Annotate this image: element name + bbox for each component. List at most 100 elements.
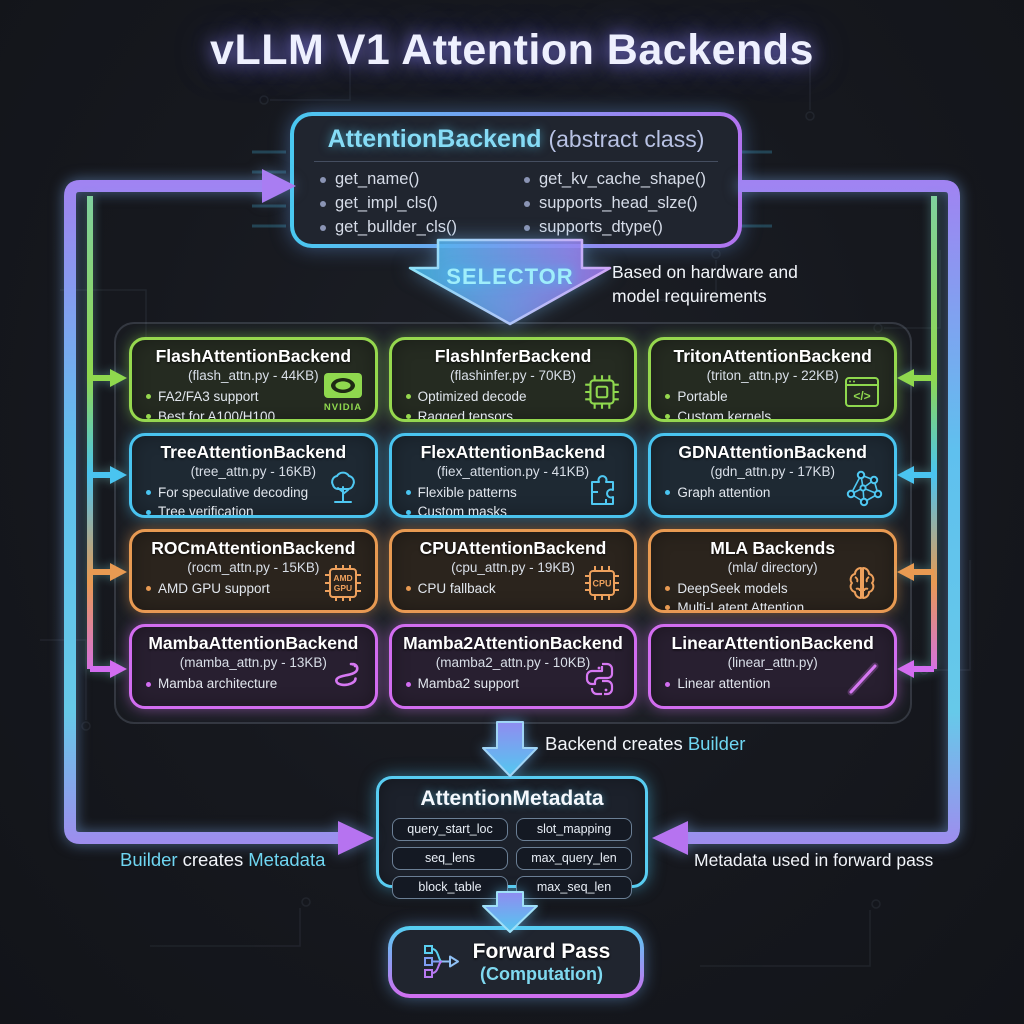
bullet-dot (146, 509, 151, 515)
bullet-text: Mamba architecture (158, 676, 278, 692)
backend-name: TritonAttentionBackend (673, 346, 872, 366)
bullet-text: DeepSeek models (677, 580, 788, 596)
backend-card-flashinfer: FlashInferBackend (flashinfer.py - 70KB)… (388, 337, 638, 422)
forward-pass-box: Forward Pass (Computation) (388, 926, 644, 998)
builder-creates-metadata-label: Builder creates Metadata (120, 849, 325, 871)
backend-name: MLA Backends (710, 537, 836, 558)
amd-gpu-chip-icon: AMD GPU (319, 562, 367, 604)
backend-file: (cpu_attn.py - 19KB) (451, 559, 575, 575)
bullet-dot (146, 681, 151, 687)
label-builder-word: Builder (120, 849, 178, 870)
backend-bullets: Flexible patterns Custom masks (402, 483, 625, 518)
snake-icon (319, 658, 367, 700)
metadata-field: max_query_len (516, 847, 632, 870)
cpu-chip-icon: CPU (578, 562, 626, 604)
bullet-dot (320, 224, 326, 231)
bullet-text: Multi-Latent Attention (677, 600, 805, 614)
diagonal-line-icon (838, 658, 886, 700)
bullet-dot (405, 394, 411, 400)
bullet-text: Flexible patterns (417, 484, 517, 500)
bullet-text: For speculative decoding (158, 484, 309, 500)
bullet-dot (524, 224, 530, 231)
flow-merge-icon (422, 943, 462, 981)
backend-name: Mamba2AttentionBackend (403, 633, 623, 654)
cpu-label: CPU (593, 579, 612, 589)
backend-card-mamba: MambaAttentionBackend (mamba_attn.py - 1… (129, 624, 378, 709)
bullet-dot (146, 394, 151, 400)
bullet-text: Optimized decode (417, 389, 527, 404)
bullet-dot (405, 681, 411, 687)
bullet-dot (665, 605, 671, 611)
backend-card-rocm: ROCmAttentionBackend (rocm_attn.py - 15K… (129, 528, 378, 614)
backend-card-mamba2: Mamba2AttentionBackend (mamba2_attn.py -… (388, 624, 638, 709)
bullet-text: FA2/FA3 support (158, 389, 259, 404)
metadata-field: seq_lens (392, 847, 508, 870)
arrowhead-into-metadata-right (652, 821, 688, 855)
bullet-text: AMD GPU support (158, 580, 270, 596)
backend-card-triton: TritonAttentionBackend (triton_attn.py -… (648, 337, 897, 422)
tree-icon (319, 467, 367, 509)
bullet-text: Custom masks (417, 504, 507, 518)
code-window-icon: </> (838, 371, 886, 413)
nvidia-logo-icon: NVIDIA (319, 371, 367, 413)
forward-pass-subtitle: (Computation) (480, 963, 603, 984)
backend-card-cpu: CPUAttentionBackend (cpu_attn.py - 19KB)… (388, 528, 638, 614)
backend-card-flashattention: FlashAttentionBackend (flash_attn.py - 4… (129, 337, 378, 422)
bullet-dot (320, 200, 326, 207)
method-item: supports_head_slze() (539, 193, 698, 212)
attention-backend-heading: AttentionBackend (abstract class) (294, 116, 738, 154)
backend-name: FlashInferBackend (434, 346, 592, 366)
grid-to-metadata-arrow (482, 721, 538, 777)
bullet-dot (405, 585, 411, 591)
page-title: vLLM V1 Attention Backends (210, 26, 814, 74)
metadata-fields: query_start_loc slot_mapping seq_lens ma… (392, 818, 632, 899)
backend-name: FlexAttentionBackend (420, 441, 606, 462)
attention-metadata-title: AttentionMetadata (420, 787, 604, 810)
label-builder-word: Builder (687, 733, 746, 754)
python-logo-icon (578, 658, 626, 700)
label-text: creates (182, 849, 244, 870)
method-item: get_impl_cls() (335, 193, 438, 212)
bullet-text: CPU fallback (417, 580, 496, 596)
bullet-text: Linear attention (677, 676, 771, 692)
puzzle-icon (578, 467, 626, 509)
selector-note-line1: Based on hardware and (612, 262, 798, 282)
method-item: supports_dtype() (539, 217, 663, 236)
method-item: get_kv_cache_shape() (539, 170, 706, 188)
bullet-dot (524, 176, 530, 183)
code-glyph: </> (853, 389, 870, 403)
metadata-field: block_table (392, 876, 508, 899)
attention-backend-class-name: AttentionBackend (327, 125, 542, 153)
backend-bullets: Mamba2 support (402, 674, 625, 694)
bullet-dot (405, 509, 411, 515)
backend-name: CPUAttentionBackend (419, 537, 607, 558)
forward-pass-title: Forward Pass (472, 940, 611, 964)
metadata-field: max_seq_len (516, 876, 632, 899)
label-text: Backend creates (545, 733, 683, 754)
backend-bullets: Optimized decode Ragged tensors (402, 387, 625, 422)
bullet-dot (665, 585, 671, 591)
bullet-dot (405, 490, 411, 496)
backend-name: ROCmAttentionBackend (151, 537, 356, 558)
backend-card-gdn: GDNAttentionBackend (gdn_attn.py - 17KB)… (648, 432, 897, 518)
label-metadata-word: Metadata (248, 849, 326, 870)
bullet-dot (146, 585, 151, 591)
divider (314, 161, 718, 162)
abstract-class-subtitle: (abstract class) (548, 126, 705, 152)
metadata-field: slot_mapping (516, 818, 632, 841)
brain-icon (838, 562, 886, 604)
bullet-text: Tree verification (158, 504, 254, 518)
gpu-label: GPU (333, 583, 351, 593)
backend-card-flex: FlexAttentionBackend (fiex_attention.py … (388, 432, 638, 518)
attention-backend-box: AttentionBackend (abstract class) get_na… (290, 112, 742, 248)
method-item: get_bullder_cls() (335, 217, 457, 236)
backend-card-linear: LinearAttentionBackend (linear_attn.py) … (648, 624, 897, 709)
bullet-text: Ragged tensors (417, 408, 513, 422)
selector-label: SELECTOR (446, 264, 573, 289)
backend-card-mla: MLA Backends (mla/ directory) DeepSeek m… (648, 528, 897, 614)
backend-name: MambaAttentionBackend (148, 633, 359, 654)
backend-file: (fiex_attention.py - 41KB) (436, 463, 590, 479)
backend-creates-builder-label: Backend creates Builder (545, 733, 745, 755)
bullet-dot (146, 490, 151, 496)
